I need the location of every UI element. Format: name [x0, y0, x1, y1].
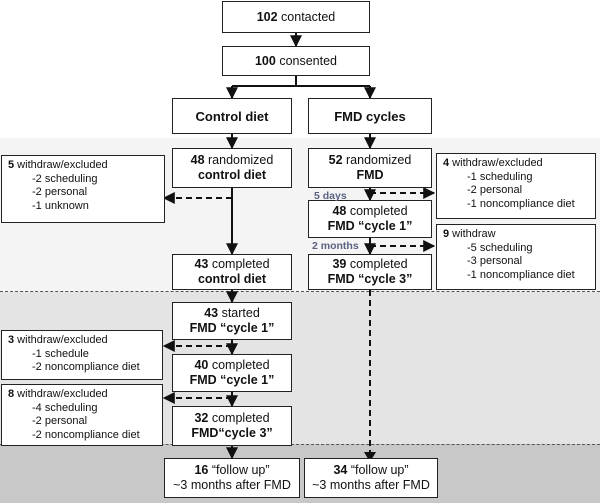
withdrawal-fmd-1-item: -1 noncompliance diet — [467, 197, 575, 210]
withdrawal-fmd-1-label: withdraw/excluded — [449, 157, 543, 169]
contacted-box: 102 contacted — [222, 1, 370, 33]
fmd-cycles-arm-box: FMD cycles — [308, 98, 432, 134]
control-randomized-box: 48 randomized control diet — [172, 148, 292, 188]
withdrawal-box-control-2: 3 withdraw/excluded -1 schedule -2 nonco… — [1, 330, 163, 380]
control-randomized-label: randomized — [204, 153, 274, 167]
contacted-count: 102 — [256, 9, 278, 24]
control-randomized-count: 48 — [190, 153, 205, 167]
control-cycle1-label: completed — [208, 358, 270, 372]
interval-five-days: 5 days — [314, 190, 347, 202]
fmd-cycle3-count: 39 — [332, 257, 347, 271]
control-completed-group: control diet — [197, 272, 267, 286]
withdrawal-control-2-count: 3 — [8, 334, 15, 346]
withdrawal-fmd-1-item: -2 personal — [467, 184, 523, 196]
fmd-randomized-count: 52 — [328, 153, 343, 167]
control-follow-up-box: 16 “follow up” ~3 months after FMD — [164, 458, 300, 498]
control-follow-up-timing: ~3 months after FMD — [173, 478, 291, 492]
fmd-follow-up-box: 34 “follow up” ~3 months after FMD — [304, 458, 438, 498]
withdrawal-fmd-2-count: 9 — [443, 228, 450, 240]
consented-count: 100 — [254, 53, 276, 68]
control-cycle1-count: 40 — [194, 358, 209, 372]
fmd-cycle3-label: completed — [346, 257, 408, 271]
withdrawal-fmd-2-item: -1 noncompliance diet — [467, 268, 575, 281]
withdrawal-box-control-3: 8 withdraw/excluded -4 scheduling -2 per… — [1, 384, 163, 446]
withdrawal-control-3-item: -2 noncompliance diet — [32, 428, 140, 441]
fmd-randomized-group: FMD — [356, 168, 384, 182]
consented-box: 100 consented — [222, 46, 370, 76]
control-follow-up-label: “follow up” — [208, 463, 270, 477]
consented-label: consented — [275, 53, 338, 68]
fmd-follow-up-timing: ~3 months after FMD — [312, 478, 430, 492]
withdrawal-control-1-count: 5 — [8, 159, 15, 171]
control-started-fmd-box: 43 started FMD “cycle 1” — [172, 302, 292, 340]
withdrawal-control-1-item: -2 scheduling — [32, 172, 98, 185]
control-completed-count: 43 — [194, 257, 209, 271]
control-diet-arm-label: Control diet — [195, 108, 269, 124]
fmd-completed-cycle3-box: 39 completed FMD “cycle 3” — [308, 254, 432, 290]
control-completed-label: completed — [208, 257, 270, 271]
control-completed-cycle3-box: 32 completed FMD“cycle 3” — [172, 406, 292, 446]
control-started-group: FMD “cycle 1” — [189, 321, 275, 335]
arrowhead-fmd-follow-up — [364, 452, 376, 462]
control-cycle3-group: FMD“cycle 3” — [191, 426, 273, 440]
phase-divider-2 — [0, 444, 600, 445]
control-diet-arm-box: Control diet — [172, 98, 292, 134]
withdrawal-control-1-item: -2 personal — [32, 186, 88, 198]
control-cycle3-count: 32 — [194, 411, 209, 425]
control-cycle3-label: completed — [208, 411, 270, 425]
withdrawal-control-3-label: withdraw/excluded — [14, 388, 108, 400]
fmd-cycle1-label: completed — [346, 204, 408, 218]
fmd-cycles-arm-label: FMD cycles — [334, 108, 406, 124]
control-cycle1-group: FMD “cycle 1” — [189, 373, 275, 387]
withdrawal-control-3-count: 8 — [8, 388, 15, 400]
withdrawal-box-fmd-2: 9 withdraw -5 scheduling -3 personal -1 … — [436, 224, 596, 290]
withdrawal-fmd-1-item: -1 scheduling — [467, 170, 533, 183]
withdrawal-box-control-1: 5 withdraw/excluded -2 scheduling -2 per… — [1, 155, 165, 223]
withdrawal-fmd-2-item: -5 scheduling — [467, 241, 533, 254]
withdrawal-box-fmd-1: 4 withdraw/excluded -1 scheduling -2 per… — [436, 153, 596, 219]
phase-band-follow-up — [0, 444, 600, 503]
contacted-label: contacted — [277, 9, 336, 24]
control-started-count: 43 — [204, 306, 219, 320]
fmd-cycle3-group: FMD “cycle 3” — [327, 272, 413, 286]
withdrawal-fmd-2-label: withdraw — [449, 228, 496, 240]
control-follow-up-count: 16 — [194, 463, 209, 477]
withdrawal-control-1-item: -1 unknown — [32, 199, 89, 212]
interval-two-months: 2 months — [312, 240, 359, 252]
withdrawal-fmd-1-count: 4 — [443, 157, 450, 169]
fmd-follow-up-count: 34 — [333, 463, 348, 477]
withdrawal-control-3-item: -2 personal — [32, 415, 88, 427]
withdrawal-control-2-item: -1 schedule — [32, 347, 89, 360]
withdrawal-control-2-label: withdraw/excluded — [14, 334, 108, 346]
phase-divider-1 — [0, 291, 600, 292]
fmd-cycle1-group: FMD “cycle 1” — [327, 219, 413, 233]
control-started-label: started — [218, 306, 260, 320]
fmd-randomized-box: 52 randomized FMD — [308, 148, 432, 188]
fmd-follow-up-label: “follow up” — [347, 463, 409, 477]
fmd-randomized-label: randomized — [342, 153, 412, 167]
control-completed-cycle1-box: 40 completed FMD “cycle 1” — [172, 354, 292, 392]
control-completed-box: 43 completed control diet — [172, 254, 292, 290]
withdrawal-fmd-2-item: -3 personal — [467, 255, 523, 267]
fmd-completed-cycle1-box: 48 completed FMD “cycle 1” — [308, 200, 432, 238]
withdrawal-control-1-label: withdraw/excluded — [14, 159, 108, 171]
fmd-cycle1-count: 48 — [332, 204, 347, 218]
withdrawal-control-2-item: -2 noncompliance diet — [32, 361, 140, 373]
withdrawal-control-3-item: -4 scheduling — [32, 401, 98, 414]
control-randomized-group: control diet — [197, 168, 267, 182]
